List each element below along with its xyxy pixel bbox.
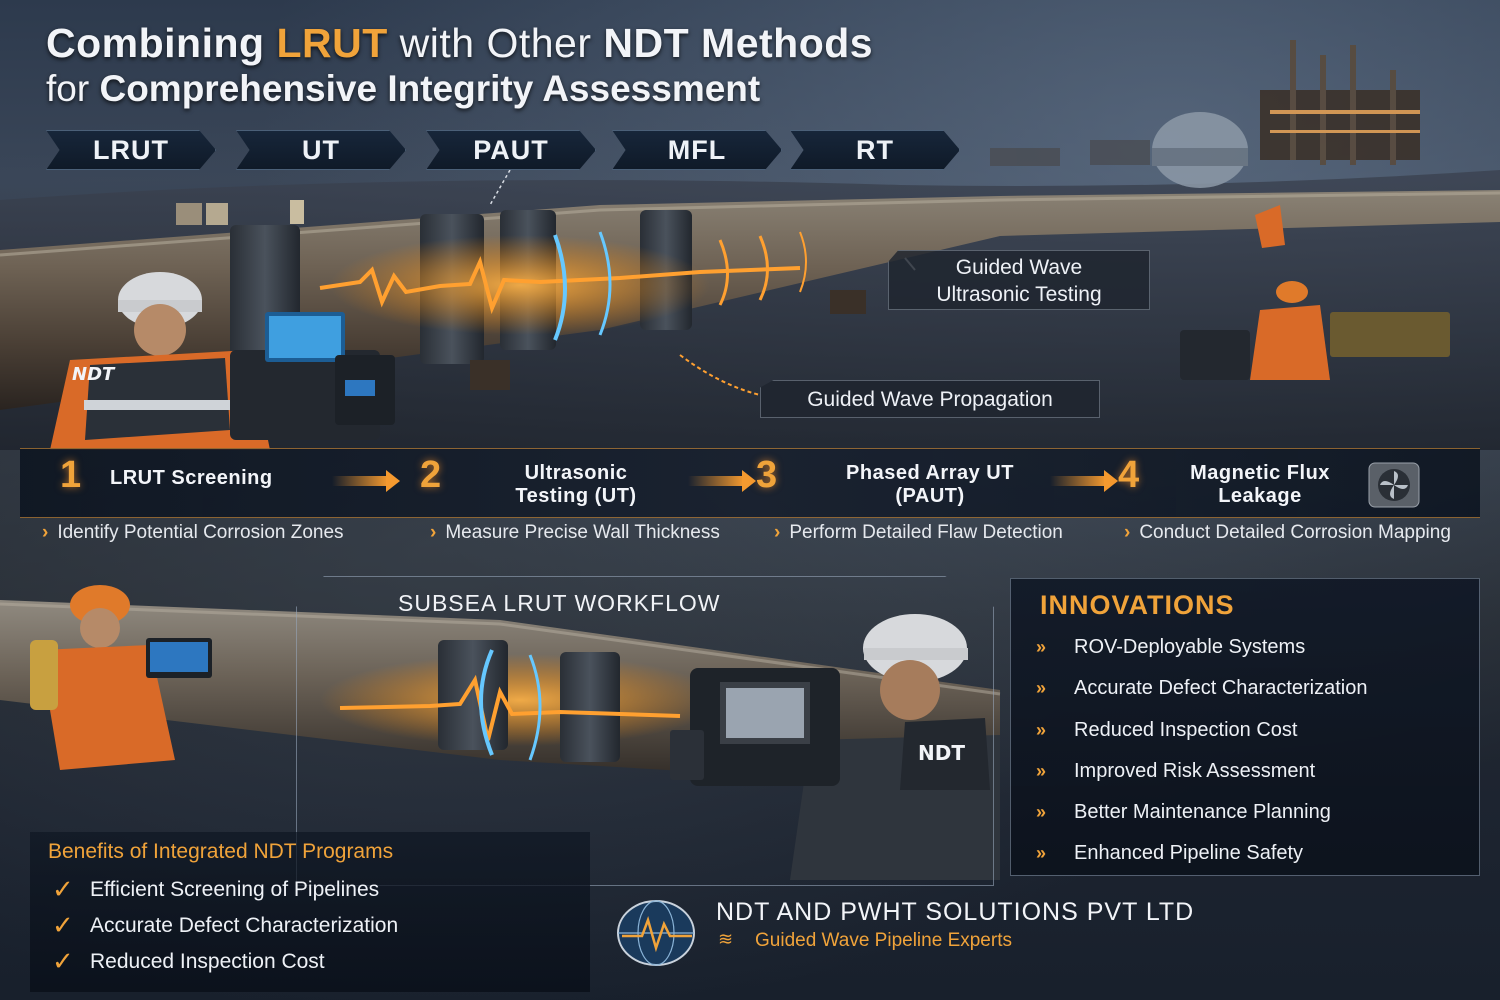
innovation-item: »Enhanced Pipeline Safety [1036,842,1304,864]
company-name: NDT AND PWHT SOLUTIONS PVT LTD [716,898,1195,926]
lower-worker-badge: NDT [918,741,965,765]
company-tagline: Guided Wave Pipeline Experts [755,930,1012,951]
innovation-item: »Accurate Defect Characterization [1036,677,1368,699]
globe-logo-icon [617,900,695,966]
upper-worker-badge: NDT [72,364,116,385]
subsea-workflow-title: SUBSEA LRUT WORKFLOW [398,590,721,616]
benefit-item: ✓Reduced Inspection Cost [52,946,325,976]
step-4-number: 4 [1118,454,1140,496]
step-3-label: Phased Array UT (PAUT) [846,462,1014,507]
tab-mfl: MFL [612,130,782,170]
innovations-panel [1010,578,1480,876]
double-chevron-icon: » [1036,843,1047,863]
lower-right-worker [670,614,1000,880]
double-chevron-icon: » [1036,802,1047,822]
innovation-item: »Reduced Inspection Cost [1036,719,1298,741]
innovation-item: »Improved Risk Assessment [1036,760,1316,782]
double-chevron-icon: » [1036,637,1047,657]
chevron-right-icon: › [430,522,437,543]
guided-wave-propagation-callout: Guided Wave Propagation [760,380,1100,418]
step-4-sub: ›Conduct Detailed Corrosion Mapping [1124,522,1451,543]
page-title-line1: Combining LRUT with Other NDT Methods [46,20,874,66]
innovation-item: »Better Maintenance Planning [1036,801,1331,823]
benefit-item: ✓Efficient Screening of Pipelines [52,874,380,904]
step-1-sub: ›Identify Potential Corrosion Zones [42,522,344,543]
tab-paut: PAUT [426,130,596,170]
upper-worker [50,272,395,450]
checkmark-icon: ✓ [52,874,74,904]
double-chevron-icon: » [1036,761,1047,781]
step-2-number: 2 [420,454,442,496]
chevron-right-icon: › [1124,522,1131,543]
step-arrow-3 [1050,470,1118,492]
tab-ut: UT [236,130,406,170]
refinery-silhouette [990,40,1420,188]
step-3-sub: ›Perform Detailed Flaw Detection [774,522,1063,543]
tab-lrut: LRUT [46,130,216,170]
subsea-workflow-panel [296,576,994,886]
step-arrow-1 [332,470,400,492]
chevron-right-icon: › [42,522,49,543]
lower-left-worker [30,585,212,770]
double-chevron-icon: » [1036,678,1047,698]
step-2-label: Ultrasonic Testing (UT) [515,462,637,507]
benefit-item: ✓Accurate Defect Characterization [52,910,399,940]
tab-rt: RT [790,130,960,170]
fan-icon [1368,462,1420,508]
step-1-number: 1 [60,454,82,496]
step-2-sub: ›Measure Precise Wall Thickness [430,522,720,543]
guided-wave-testing-callout: Guided Wave Ultrasonic Testing [888,250,1150,310]
checkmark-icon: ✓ [52,946,74,976]
benefits-panel [30,832,590,992]
step-3-number: 3 [756,454,778,496]
chevron-right-icon: › [774,522,781,543]
benefits-title: Benefits of Integrated NDT Programs [48,840,394,863]
step-4-label: Magnetic Flux Leakage [1190,462,1330,507]
step-arrow-2 [688,470,756,492]
checkmark-icon: ✓ [52,910,74,940]
innovations-title: INNOVATIONS [1040,590,1235,620]
double-chevron-icon: » [1036,720,1047,740]
step-1-label: LRUT Screening [110,467,273,489]
wave-icon: ≋ [718,929,734,949]
innovation-item: »ROV-Deployable Systems [1036,636,1306,658]
page-title-line2: for Comprehensive Integrity Assessment [46,68,761,109]
right-worker [1180,205,1450,380]
